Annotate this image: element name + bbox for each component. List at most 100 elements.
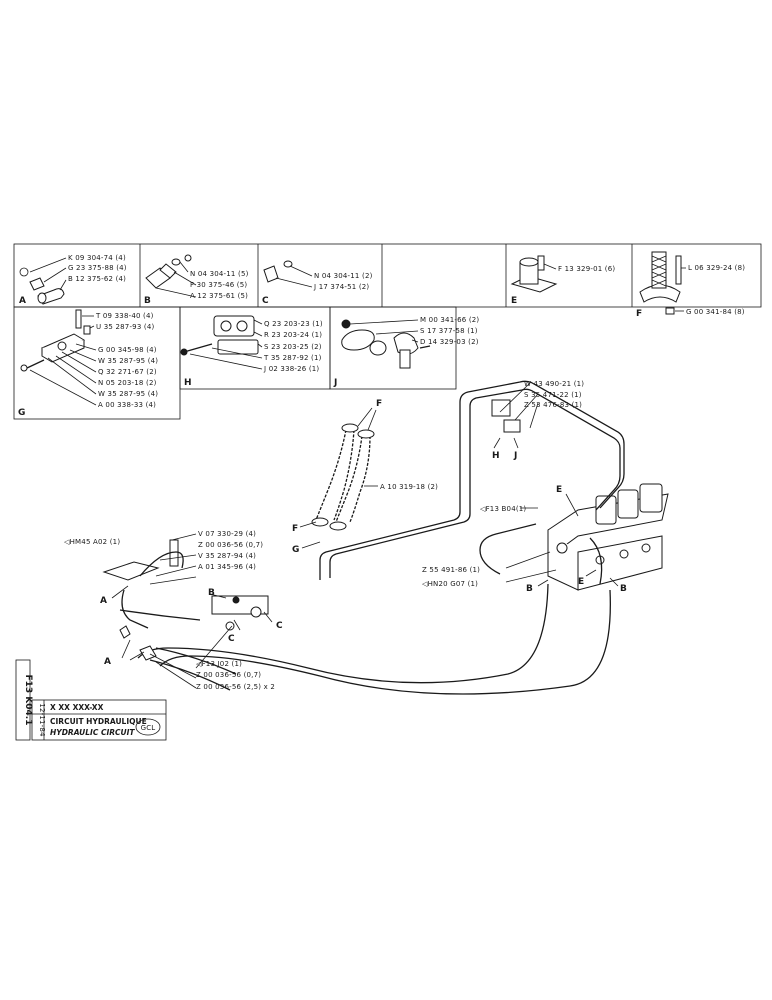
ref-label: U 35 287-93 (4)	[96, 323, 154, 331]
seal-ring-icon	[369, 340, 387, 356]
ref-label: J 17 374-51 (2)	[313, 283, 369, 291]
ref-label: T 35 287-92 (1)	[263, 354, 322, 362]
callout-letter: F	[376, 399, 382, 409]
detail-box-h: Q 23 203-23 (1) R 23 203-24 (1) S 23 203…	[180, 315, 323, 388]
ref-label: R 23 203-24 (1)	[264, 331, 322, 339]
detail-box-f: L 06 329-24 (8) G 00 341-84 (8) F	[636, 251, 745, 319]
box-key-label: A	[19, 296, 26, 306]
title-block: F13 K04.1 12-11-84 X XX XXX-XX CIRCUIT H…	[15, 659, 167, 741]
screw-icon	[75, 309, 82, 329]
ref-label: W 35 287-95 (4)	[98, 390, 158, 398]
box-key-label: F	[636, 309, 642, 319]
logo-text: GCL	[141, 724, 156, 732]
ref-label: S 35 471-22 (1)	[524, 391, 582, 399]
ref-label: T 09 338-40 (4)	[95, 312, 154, 320]
box-key-label: G	[18, 408, 25, 418]
screw-icon	[675, 255, 682, 285]
ref-label: Z 00 036-56 (2,5) x 2	[196, 683, 275, 691]
ref-label: Q 32 271-67 (2)	[98, 368, 157, 376]
ref-label: A 01 345-96 (4)	[198, 563, 256, 571]
company-logo	[135, 718, 161, 736]
bolt-head-icon	[20, 364, 28, 372]
box-key-label: H	[184, 378, 192, 388]
ref-label: A 10 319-18 (2)	[380, 483, 438, 491]
plug-icon	[263, 265, 279, 283]
steel-tube-loop	[319, 380, 625, 580]
detail-box-j: M 00 341-66 (2) S 17 377-58 (1) D 14 329…	[333, 316, 479, 388]
o-ring-icon	[19, 267, 29, 277]
return-lines	[137, 523, 611, 695]
callout-letter: B	[620, 584, 627, 594]
o-ring-icon	[283, 260, 293, 268]
screw-icon	[537, 255, 545, 271]
drawing-code-label: X XX XXX-XX	[50, 703, 104, 712]
box-key-label: E	[511, 296, 517, 306]
detail-box-frame	[13, 243, 762, 420]
ref-label: F 30 375-46 (5)	[190, 281, 247, 289]
bolt-icon	[183, 343, 213, 353]
nut-icon	[83, 325, 91, 335]
ref-label: J 02 338-26 (1)	[263, 365, 319, 373]
title-en-label: HYDRAULIC CIRCUIT	[50, 728, 135, 737]
ref-label: Q 23 203-23 (1)	[264, 320, 323, 328]
ref-label: A 00 338-33 (4)	[98, 401, 156, 409]
ref-label: W 35 287-95 (4)	[98, 357, 158, 365]
callout-letter: J	[513, 451, 517, 461]
callout-letter: C	[228, 634, 235, 644]
ref-label: V 07 330-29 (4)	[198, 530, 256, 538]
ref-label: B 12 375-62 (4)	[68, 275, 126, 283]
ref-label: ◁HN20 G07 (1)	[422, 580, 478, 588]
title-fr-label: CIRCUIT HYDRAULIQUE	[50, 717, 147, 726]
detail-box-g: T 09 338-40 (4) U 35 287-93 (4) G 00 345…	[18, 309, 158, 418]
ref-label: ◁HM45 A02 (1)	[64, 538, 120, 546]
box-key-label: C	[262, 296, 269, 306]
flange-icon	[341, 329, 375, 351]
control-valve-block	[547, 483, 669, 591]
ref-label: S 23 203-25 (2)	[264, 343, 322, 351]
ref-label: G 00 341-84 (8)	[686, 308, 745, 316]
tube-clamp-bracket	[491, 399, 511, 417]
ref-label: V 35 287-94 (4)	[198, 552, 256, 560]
o-ring-icon	[171, 258, 181, 266]
callout-letter: G	[292, 545, 299, 555]
callout-letter: E	[556, 485, 562, 495]
nut-icon	[665, 307, 675, 315]
hose-clamp-block-icon	[213, 315, 255, 337]
callout-letter: C	[276, 621, 283, 631]
ref-label: Z 00 036-56 (0,7)	[196, 671, 261, 679]
left-manifold-assembly	[102, 539, 269, 691]
nut-icon	[341, 319, 351, 329]
ref-label: N 04 304-11 (2)	[314, 272, 373, 280]
ref-label: Z 55 491-86 (1)	[422, 566, 480, 574]
box-key-label: J	[333, 378, 337, 388]
washer-icon	[29, 277, 45, 291]
detail-box-b: N 04 304-11 (5) F 30 375-46 (5) A 12 375…	[144, 254, 249, 306]
ref-label: K 09 304-74 (4)	[68, 254, 126, 262]
ref-label: G 00 345-98 (4)	[98, 346, 157, 354]
ref-label: Z 00 036-56 (0,7)	[198, 541, 263, 549]
date-label: 12-11-84	[38, 703, 46, 737]
ref-label: M 00 341-66 (2)	[420, 316, 479, 324]
ref-label: S 17 377-58 (1)	[420, 327, 478, 335]
ref-label: F 13 329-01 (6)	[558, 265, 615, 273]
ref-label: Z 53 476-83 (1)	[524, 401, 582, 409]
ref-label: G 23 375-88 (4)	[68, 264, 127, 272]
ref-label: L 06 329-24 (8)	[688, 264, 745, 272]
box-key-label: B	[144, 296, 151, 306]
callout-letter: H	[492, 451, 500, 461]
callout-letter: B	[208, 588, 215, 598]
callout-letter: A	[104, 657, 111, 667]
sheet-id-label: F13 K04.1	[23, 675, 33, 726]
detail-box-e: F 13 329-01 (6) E	[510, 255, 615, 306]
detail-box-a: K 09 304-74 (4) G 23 375-88 (4) B 12 375…	[19, 254, 127, 306]
ref-label: W 43 490-21 (1)	[524, 380, 584, 388]
callout-letter: A	[100, 596, 107, 606]
ref-label: ◁F13 B04(1)	[480, 505, 526, 513]
callout-letter: B	[526, 584, 533, 594]
ref-label: N 04 304-11 (5)	[190, 270, 249, 278]
ref-label: D 14 329-03 (2)	[420, 338, 479, 346]
ref-label: A 12 375-61 (5)	[190, 292, 248, 300]
callout-letter: E	[578, 577, 584, 587]
detail-box-c: N 04 304-11 (2) J 17 374-51 (2) C	[262, 260, 373, 306]
